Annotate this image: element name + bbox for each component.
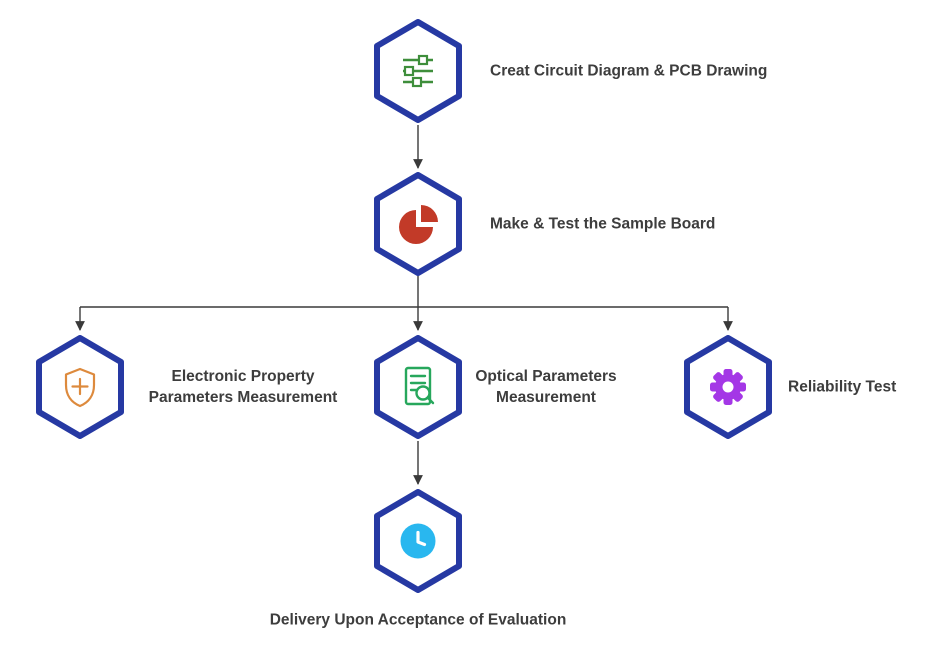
hexagon-border <box>374 335 462 439</box>
node-make-test-board <box>374 172 462 276</box>
node-label-reliability-test: Reliability Test <box>788 378 897 396</box>
node-label-delivery: Delivery Upon Acceptance of Evaluation <box>269 611 567 629</box>
node-optical-parameters <box>374 335 462 439</box>
node-reliability-test <box>684 335 772 439</box>
sliders-icon <box>396 49 440 93</box>
node-delivery <box>374 489 462 593</box>
node-label-create-circuit: Creat Circuit Diagram & PCB Drawing <box>490 62 768 80</box>
node-electronic-property <box>36 335 124 439</box>
hexagon-border <box>374 172 462 276</box>
shield-plus-icon <box>58 365 102 409</box>
node-label-electronic-property: Electronic Property Parameters Measureme… <box>148 368 338 406</box>
node-label-make-test-board: Make & Test the Sample Board <box>490 215 716 233</box>
clock-icon <box>396 519 440 563</box>
document-search-icon <box>396 365 440 409</box>
node-label-optical-parameters: Optical Parameters Measurement <box>475 368 617 406</box>
gear-icon <box>706 365 750 409</box>
pie-chart-icon <box>396 202 440 246</box>
node-create-circuit <box>374 19 462 123</box>
